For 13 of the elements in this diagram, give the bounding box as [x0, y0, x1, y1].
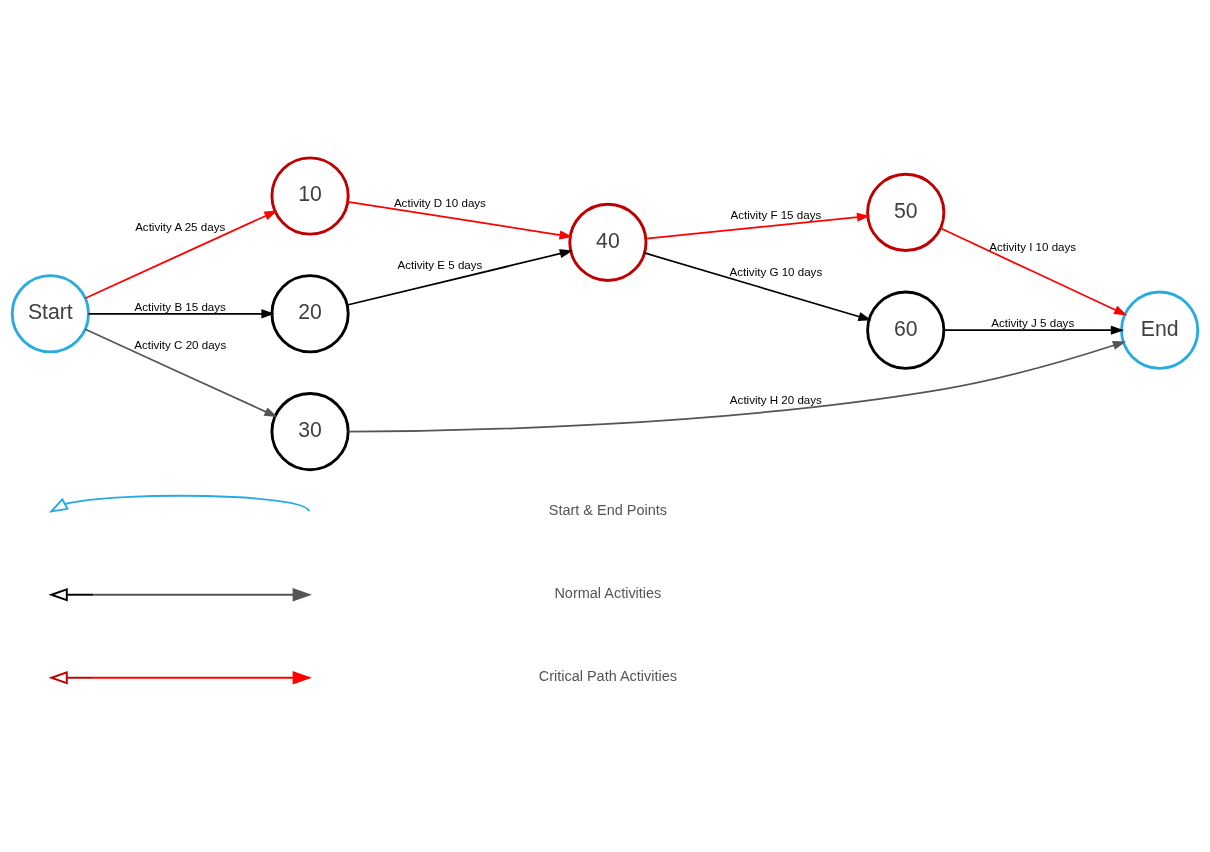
edge-label: Activity C 20 days	[134, 338, 227, 351]
edge-label: Activity F 15 days	[730, 208, 822, 221]
edge-label: Activity H 20 days	[729, 393, 822, 406]
legend-label: Start & End Points	[548, 501, 668, 518]
edge-label: Activity D 10 days	[393, 196, 486, 209]
edge-label: Activity B 15 days	[134, 300, 226, 312]
edge-label: Activity A 25 days	[135, 220, 226, 233]
legend-label: Normal Activities	[554, 584, 662, 601]
edge-label: Activity J 5 days	[991, 316, 1075, 329]
legend-label: Critical Path Activities	[538, 667, 678, 684]
edge-label: Activity G 10 days	[729, 265, 823, 278]
edge-label: Activity E 5 days	[397, 258, 483, 271]
edge-label: Activity I 10 days	[989, 240, 1077, 253]
